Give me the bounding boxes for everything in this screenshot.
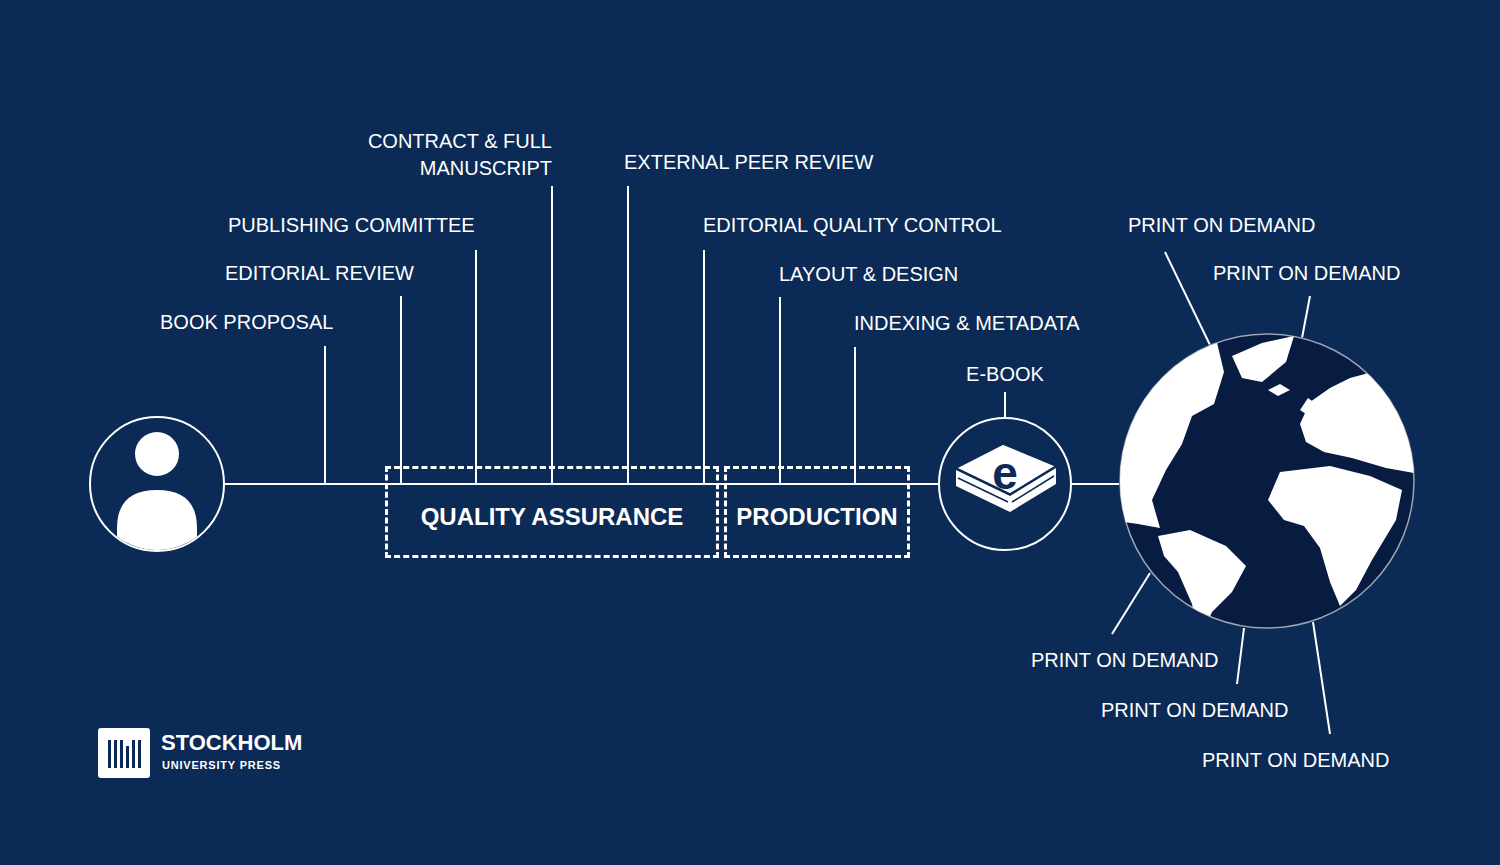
logo-square (98, 728, 150, 778)
person-head (135, 432, 179, 476)
step-label: PRINT ON DEMAND (1031, 647, 1218, 674)
step-label: CONTRACT & FULL MANUSCRIPT (337, 128, 552, 182)
leader-line (627, 186, 629, 484)
connector (910, 483, 938, 485)
leader-line (475, 250, 477, 484)
step-label: INDEXING & METADATA (854, 310, 1080, 337)
africa (1268, 466, 1402, 606)
iceland (1268, 384, 1290, 396)
logo-bar (120, 740, 123, 768)
logo-bar (114, 740, 117, 768)
leader-line (854, 347, 856, 484)
logo-bar (108, 740, 111, 768)
step-label: EDITORIAL REVIEW (225, 260, 414, 287)
leader-line (1112, 573, 1150, 634)
north-america (1110, 330, 1224, 528)
step-label: LAYOUT & DESIGN (779, 261, 958, 288)
leader-line (551, 186, 553, 484)
leader-line (1302, 296, 1310, 338)
leader-line (779, 297, 781, 484)
stage-title: PRODUCTION (736, 503, 897, 531)
greenland (1232, 336, 1294, 382)
leader-line (324, 346, 326, 484)
leader-line (1313, 622, 1330, 734)
british-isles (1300, 398, 1316, 418)
step-label: PRINT ON DEMAND (1101, 697, 1288, 724)
globe-ocean (1119, 333, 1415, 629)
leader-line (1165, 252, 1210, 345)
logo-bar (126, 746, 129, 768)
ebook-letter: e (992, 447, 1018, 500)
stage-title: QUALITY ASSURANCE (421, 503, 684, 531)
stage-box: PRODUCTION (724, 466, 910, 558)
logo-mark (98, 728, 150, 778)
step-label: PRINT ON DEMAND (1128, 212, 1315, 239)
leader-line (400, 296, 402, 484)
step-label: PUBLISHING COMMITTEE (228, 212, 475, 239)
person-body (117, 490, 197, 552)
logo-bar (132, 740, 135, 768)
stage-box: QUALITY ASSURANCE (385, 466, 719, 558)
logo-bar (138, 740, 141, 768)
author-circle (90, 417, 224, 551)
globe-rim (1120, 334, 1414, 628)
globe (1110, 330, 1420, 640)
publisher-name: STOCKHOLM (161, 730, 302, 756)
step-label: EDITORIAL QUALITY CONTROL (703, 212, 1002, 239)
ebook-label: E-BOOK (966, 363, 1044, 386)
publisher-subname: UNIVERSITY PRESS (162, 758, 281, 772)
step-label: EXTERNAL PEER REVIEW (624, 149, 873, 176)
leader-line (1237, 628, 1244, 684)
step-label: BOOK PROPOSAL (160, 309, 333, 336)
ebook-circle: E-BOOKe (938, 417, 1072, 551)
step-label: PRINT ON DEMAND (1213, 260, 1400, 287)
leader-line (1004, 392, 1006, 417)
leader-line (703, 250, 705, 484)
timeline (1072, 483, 1121, 485)
step-label: PRINT ON DEMAND (1202, 747, 1389, 774)
timeline (224, 483, 938, 485)
book-icon (956, 444, 1056, 512)
